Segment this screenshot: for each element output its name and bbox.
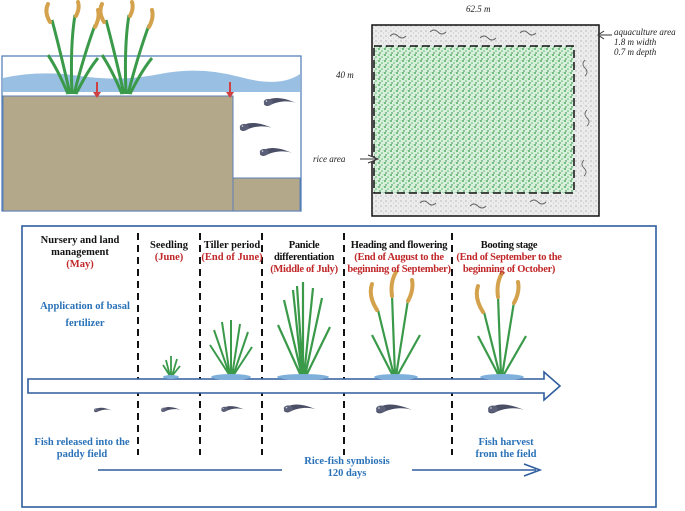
heading-plant-icon bbox=[368, 270, 421, 380]
stage-time: (End of September to the bbox=[456, 252, 562, 263]
stage-name: Panicle differentiation bbox=[273, 240, 335, 263]
top-dimension-label: 62.5 m bbox=[466, 4, 491, 14]
note-line: paddy field bbox=[56, 449, 108, 460]
stage-name: Booting stage bbox=[480, 240, 538, 251]
rice-area-dashed-boundary bbox=[373, 45, 575, 194]
rice-plant-icon bbox=[98, 0, 155, 95]
seedling-icon bbox=[162, 356, 181, 379]
stage-name: Tiller period bbox=[203, 240, 261, 251]
stage-name: Seedling bbox=[150, 240, 188, 251]
aquaculture-label-line: 0.7 m depth bbox=[614, 47, 657, 57]
rice-plant-icon bbox=[44, 0, 101, 95]
stage-time: beginning of October) bbox=[462, 264, 556, 275]
fish-release-note: Fish released into the paddy field bbox=[26, 437, 138, 461]
note-line: Rice-fish symbiosis bbox=[304, 456, 390, 467]
stage-booting: Booting stage (End of September to the b… bbox=[452, 240, 566, 276]
stage-tiller: Tiller period (End of June) bbox=[201, 240, 263, 264]
aquaculture-label: aquaculture area 1.8 m width 0.7 m depth bbox=[614, 27, 676, 57]
plan-view bbox=[360, 24, 612, 217]
symbiosis-note: Rice-fish symbiosis 120 days bbox=[282, 456, 412, 480]
stage-time: beginning of September) bbox=[347, 264, 451, 275]
rice-area-label: rice area bbox=[313, 154, 346, 164]
aquaculture-label-line: 1.8 m width bbox=[614, 37, 657, 47]
stage-name: Heading and flowering bbox=[350, 240, 448, 251]
stage-nursery: Nursery and land management (May) bbox=[24, 235, 136, 271]
trench-soil bbox=[232, 177, 301, 212]
rice-area-arrow bbox=[360, 154, 380, 164]
stage-name: management bbox=[51, 247, 109, 258]
stage-time: (Middle of July) bbox=[270, 264, 338, 275]
note-line: 120 days bbox=[327, 468, 367, 479]
stage-time: (End of August to the bbox=[354, 252, 444, 263]
stage-heading: Heading and flowering (End of August to … bbox=[344, 240, 454, 276]
fertilizer-note: Application of basal fertilizer bbox=[26, 298, 144, 332]
aquaculture-label-line: aquaculture area bbox=[614, 27, 676, 37]
aquaculture-arrow bbox=[597, 30, 612, 40]
note-line: Fish released into the bbox=[34, 437, 130, 448]
booting-plant-icon bbox=[474, 271, 527, 380]
note-line: Fish harvest bbox=[478, 437, 534, 448]
stage-time: (End of June) bbox=[201, 252, 263, 263]
harvest-note: Fish harvest from the field bbox=[456, 437, 556, 461]
stage-time: (June) bbox=[154, 252, 184, 263]
stage-panicle: Panicle differentiation (Middle of July) bbox=[262, 240, 346, 276]
note-line: Application of basal bbox=[40, 301, 130, 312]
tiller-plant-icon bbox=[209, 320, 253, 380]
soil-block bbox=[2, 95, 234, 212]
rice-area bbox=[374, 46, 574, 193]
stage-time: (May) bbox=[66, 259, 94, 270]
cross-section bbox=[1, 0, 302, 212]
note-line: fertilizer bbox=[65, 318, 105, 329]
panicle-plant-icon bbox=[276, 282, 331, 380]
growth-timeline-arrow bbox=[27, 370, 562, 402]
stage-seedling: Seedling (June) bbox=[140, 240, 198, 264]
note-line: from the field bbox=[475, 449, 537, 460]
side-dimension-label: 40 m bbox=[336, 70, 354, 80]
stage-name: Nursery and land bbox=[40, 235, 120, 246]
